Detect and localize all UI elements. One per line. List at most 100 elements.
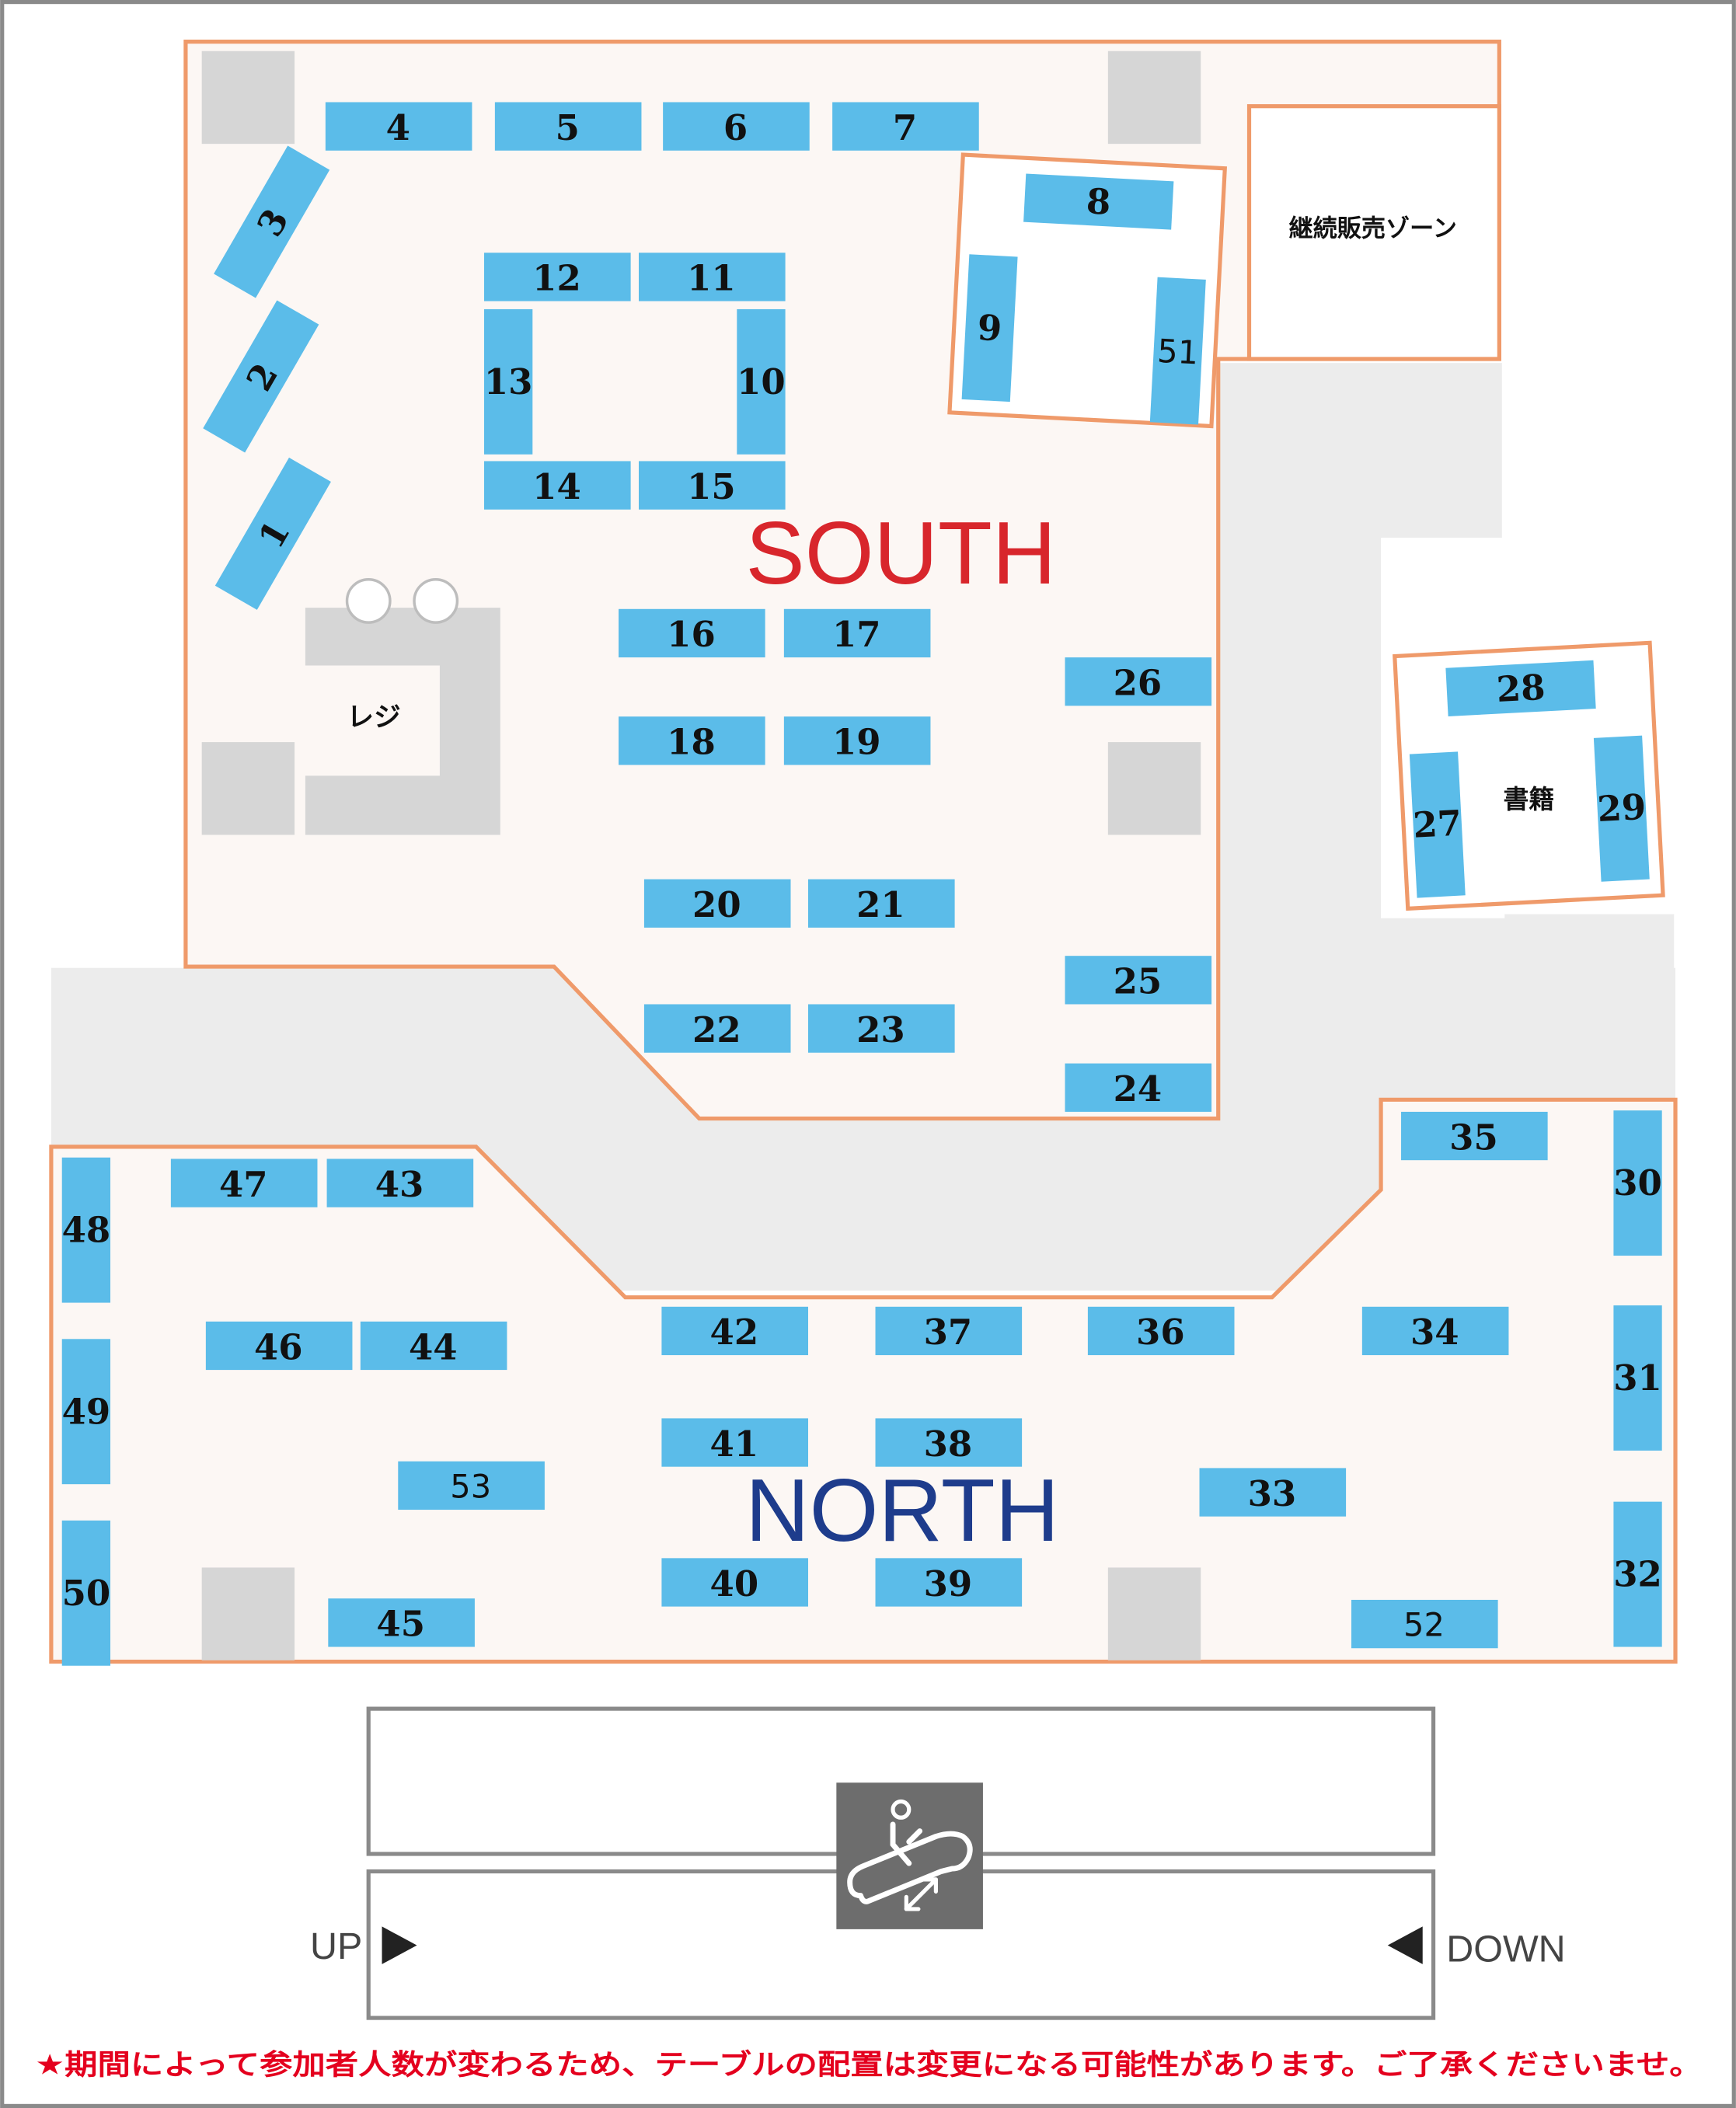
table-24[interactable]: 24	[1065, 1063, 1212, 1112]
table-32[interactable]: 32	[1613, 1501, 1662, 1647]
table-42[interactable]: 42	[661, 1306, 809, 1356]
svg-text:50: 50	[62, 1573, 111, 1614]
table-44[interactable]: 44	[360, 1321, 507, 1371]
table-38[interactable]: 38	[875, 1418, 1023, 1467]
svg-text:5: 5	[556, 107, 580, 148]
svg-text:12: 12	[532, 258, 581, 299]
table-23[interactable]: 23	[808, 1004, 955, 1053]
table-1[interactable]: 1	[214, 457, 331, 610]
svg-text:7: 7	[893, 107, 917, 148]
down-arrow-icon	[1387, 1926, 1423, 1964]
table-40[interactable]: 40	[661, 1558, 809, 1607]
table-5[interactable]: 5	[494, 102, 642, 151]
table-11[interactable]: 11	[638, 253, 786, 301]
table-30[interactable]: 30	[1613, 1110, 1662, 1256]
table-35[interactable]: 35	[1401, 1111, 1548, 1161]
table-7[interactable]: 7	[832, 102, 979, 151]
table-8[interactable]: 8	[1023, 173, 1174, 230]
table-4[interactable]: 4	[325, 102, 472, 151]
pillar	[1107, 742, 1201, 835]
table-48[interactable]: 48	[62, 1157, 111, 1303]
table-6[interactable]: 6	[663, 102, 810, 151]
table-53[interactable]: 53	[398, 1461, 545, 1510]
table-50[interactable]: 50	[62, 1520, 111, 1666]
svg-text:22: 22	[692, 1009, 741, 1051]
svg-text:17: 17	[832, 614, 881, 655]
svg-text:53: 53	[450, 1467, 491, 1505]
continuous-sales-zone	[1246, 104, 1501, 361]
table-34[interactable]: 34	[1361, 1306, 1509, 1356]
table-36[interactable]: 36	[1087, 1306, 1235, 1356]
svg-text:37: 37	[924, 1312, 973, 1353]
svg-text:23: 23	[856, 1009, 905, 1051]
table-39[interactable]: 39	[875, 1558, 1023, 1607]
table-2[interactable]: 2	[203, 300, 319, 453]
table-43[interactable]: 43	[326, 1159, 474, 1207]
table-21[interactable]: 21	[808, 879, 955, 928]
table-49[interactable]: 49	[62, 1339, 111, 1485]
svg-text:4: 4	[386, 107, 410, 148]
table-22[interactable]: 22	[643, 1004, 791, 1053]
north-label: NORTH	[745, 1462, 1059, 1560]
svg-text:48: 48	[62, 1210, 111, 1251]
table-31[interactable]: 31	[1613, 1305, 1662, 1451]
pillar	[201, 742, 295, 835]
svg-text:9: 9	[977, 307, 1003, 350]
svg-text:41: 41	[710, 1423, 759, 1465]
books-label: 書籍	[1504, 784, 1555, 814]
table-47[interactable]: 47	[170, 1159, 318, 1207]
south-label: SOUTH	[746, 504, 1057, 603]
svg-text:35: 35	[1449, 1117, 1498, 1158]
svg-text:40: 40	[710, 1563, 759, 1605]
table-9[interactable]: 9	[961, 254, 1018, 402]
svg-text:16: 16	[667, 614, 716, 655]
svg-text:10: 10	[737, 361, 786, 402]
up-label: UP	[310, 1925, 362, 1967]
svg-text:32: 32	[1613, 1554, 1662, 1595]
svg-text:25: 25	[1114, 961, 1163, 1002]
svg-text:42: 42	[710, 1312, 759, 1353]
table-10[interactable]: 10	[737, 308, 786, 455]
table-33[interactable]: 33	[1199, 1468, 1347, 1517]
table-25[interactable]: 25	[1065, 956, 1212, 1005]
svg-text:27: 27	[1412, 803, 1462, 846]
register-circle	[345, 577, 392, 624]
table-52[interactable]: 52	[1351, 1599, 1498, 1649]
table-20[interactable]: 20	[643, 879, 791, 928]
svg-text:46: 46	[254, 1326, 303, 1368]
table-29[interactable]: 29	[1593, 735, 1650, 882]
north-floor	[49, 1097, 1678, 1664]
table-12[interactable]: 12	[484, 253, 631, 301]
pillar	[201, 51, 295, 145]
table-37[interactable]: 37	[875, 1306, 1023, 1356]
table-16[interactable]: 16	[619, 608, 765, 658]
svg-text:20: 20	[692, 884, 741, 925]
svg-text:6: 6	[723, 107, 748, 148]
down-label: DOWN	[1446, 1928, 1565, 1970]
svg-text:52: 52	[1403, 1606, 1445, 1644]
svg-text:26: 26	[1114, 663, 1163, 704]
table-28[interactable]: 28	[1445, 660, 1596, 716]
table-19[interactable]: 19	[783, 716, 931, 765]
table-27[interactable]: 27	[1409, 751, 1466, 898]
register-counter: レジ	[305, 577, 500, 835]
table-41[interactable]: 41	[661, 1418, 809, 1467]
table-46[interactable]: 46	[205, 1321, 353, 1371]
table-3[interactable]: 3	[214, 145, 330, 298]
table-45[interactable]: 45	[328, 1598, 475, 1647]
table-15[interactable]: 15	[638, 461, 786, 510]
table-13[interactable]: 13	[484, 308, 533, 455]
table-26[interactable]: 26	[1065, 657, 1212, 706]
table-14[interactable]: 14	[484, 461, 631, 510]
svg-text:14: 14	[532, 466, 581, 507]
svg-text:44: 44	[409, 1326, 458, 1368]
table-17[interactable]: 17	[783, 608, 931, 658]
svg-text:30: 30	[1613, 1162, 1662, 1204]
table-51[interactable]: 51	[1149, 277, 1206, 425]
table-18[interactable]: 18	[619, 716, 765, 765]
svg-text:51: 51	[1156, 332, 1199, 372]
pillar	[1107, 51, 1201, 145]
svg-text:13: 13	[484, 361, 533, 402]
svg-text:21: 21	[856, 884, 905, 925]
